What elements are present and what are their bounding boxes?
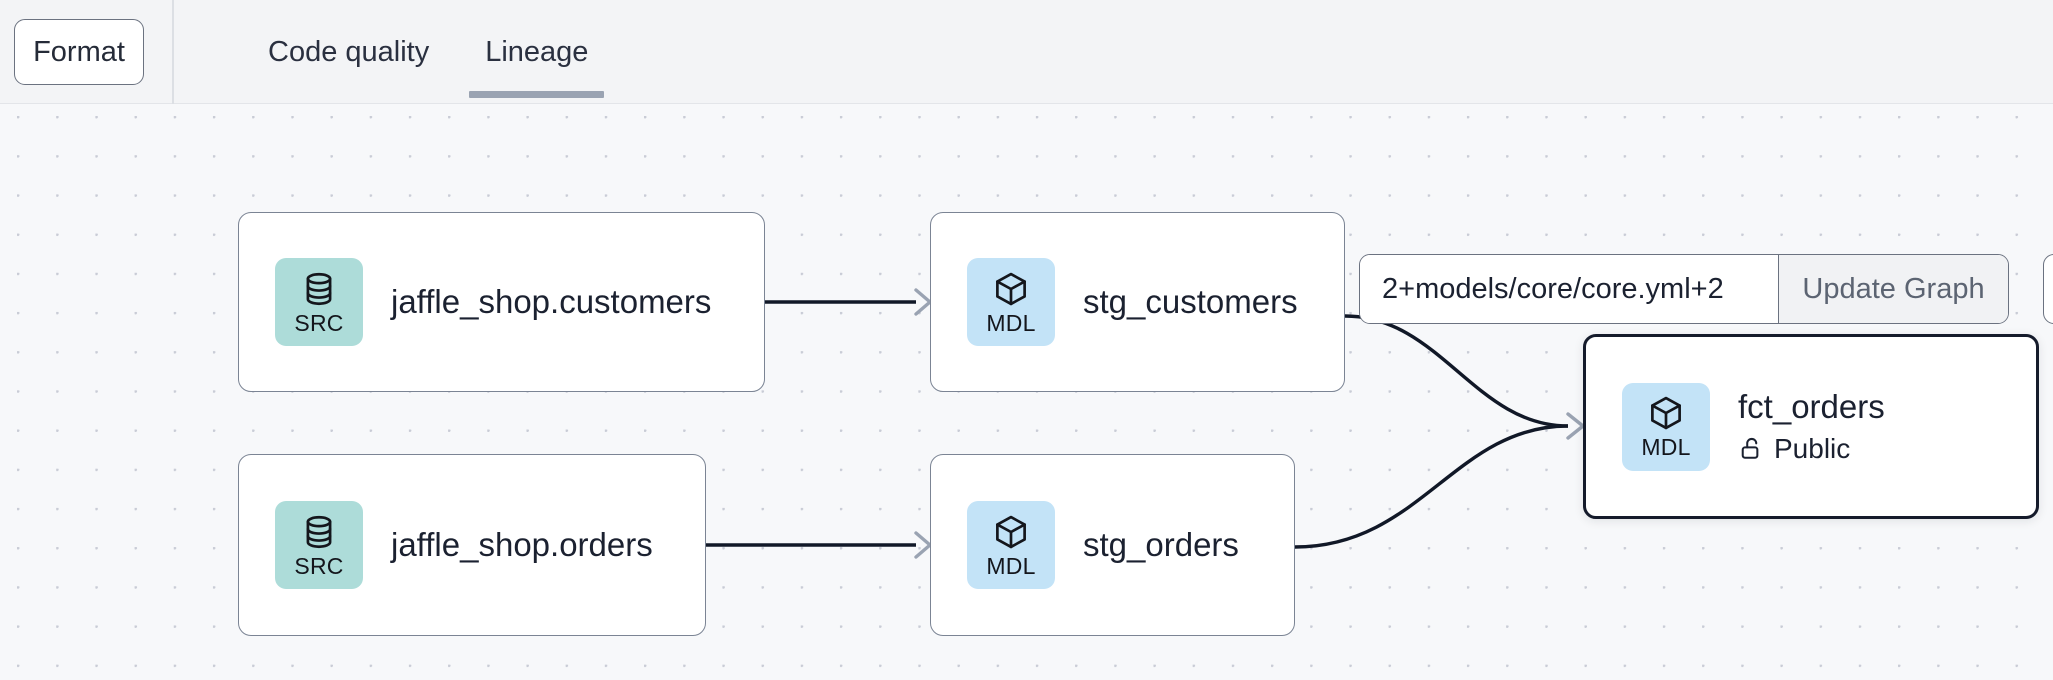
- lineage-node-jaffle-shop-customers[interactable]: SRC jaffle_shop.customers: [238, 212, 765, 392]
- tab-code-quality-label: Code quality: [268, 35, 430, 68]
- arrowhead-fct-orders: [1566, 412, 1585, 440]
- tab-lineage[interactable]: Lineage: [457, 0, 616, 104]
- node-label: stg_orders: [1083, 526, 1239, 564]
- edge-stg-customers-to-fct-orders: [1344, 314, 1569, 428]
- editor-toolbar: Format Code quality Lineage: [0, 0, 2053, 104]
- source-badge-label: SRC: [294, 309, 344, 336]
- source-badge-label: SRC: [294, 552, 344, 579]
- node-body: stg_customers: [1083, 283, 1298, 321]
- unlock-icon: [1738, 435, 1765, 462]
- database-icon: [300, 513, 338, 551]
- tab-lineage-label: Lineage: [485, 35, 589, 68]
- node-body: jaffle_shop.orders: [391, 526, 653, 564]
- model-badge: MDL: [1622, 382, 1710, 471]
- graph-selector-group: Update Graph: [1359, 254, 2009, 324]
- cube-icon: [1647, 394, 1685, 432]
- edge-stg-orders-to-fct-orders: [1294, 424, 1569, 549]
- node-body: jaffle_shop.customers: [391, 283, 711, 321]
- toolbar-divider: [172, 0, 174, 104]
- cube-icon: [992, 513, 1030, 551]
- node-access: Public: [1738, 433, 1885, 465]
- node-label: jaffle_shop.orders: [391, 526, 653, 564]
- node-label: stg_customers: [1083, 283, 1298, 321]
- model-badge-label: MDL: [986, 552, 1036, 579]
- lineage-node-fct-orders[interactable]: MDL fct_orders Public: [1583, 334, 2039, 519]
- source-badge: SRC: [275, 501, 363, 589]
- model-badge-label: MDL: [1641, 434, 1691, 460]
- node-body: stg_orders: [1083, 526, 1239, 564]
- tab-bar: Code quality Lineage: [240, 0, 616, 104]
- node-body: fct_orders Public: [1738, 388, 1885, 465]
- node-label: jaffle_shop.customers: [391, 283, 712, 321]
- model-badge: MDL: [967, 258, 1055, 346]
- database-icon: [300, 270, 338, 308]
- lineage-node-jaffle-shop-orders[interactable]: SRC jaffle_shop.orders: [238, 454, 706, 636]
- arrowhead-stg-orders: [914, 531, 932, 559]
- model-badge-label: MDL: [986, 309, 1036, 336]
- update-graph-button[interactable]: Update Graph: [1778, 255, 2008, 323]
- node-label: fct_orders: [1738, 388, 1885, 426]
- source-badge: SRC: [275, 258, 363, 346]
- lineage-canvas[interactable]: SRC jaffle_shop.customers SRC: [0, 104, 2053, 680]
- arrowhead-stg-customers: [914, 288, 932, 316]
- lineage-node-stg-orders[interactable]: MDL stg_orders: [930, 454, 1295, 636]
- cube-icon: [992, 270, 1030, 308]
- node-access-label: Public: [1774, 432, 1851, 464]
- active-tab-underline: [469, 91, 605, 98]
- format-button[interactable]: Format: [14, 19, 144, 85]
- model-badge: MDL: [967, 501, 1055, 589]
- graph-selector-input[interactable]: [1360, 255, 1778, 323]
- graph-extra-control[interactable]: [2043, 254, 2053, 324]
- lineage-node-stg-customers[interactable]: MDL stg_customers: [930, 212, 1345, 392]
- tab-code-quality[interactable]: Code quality: [240, 0, 457, 104]
